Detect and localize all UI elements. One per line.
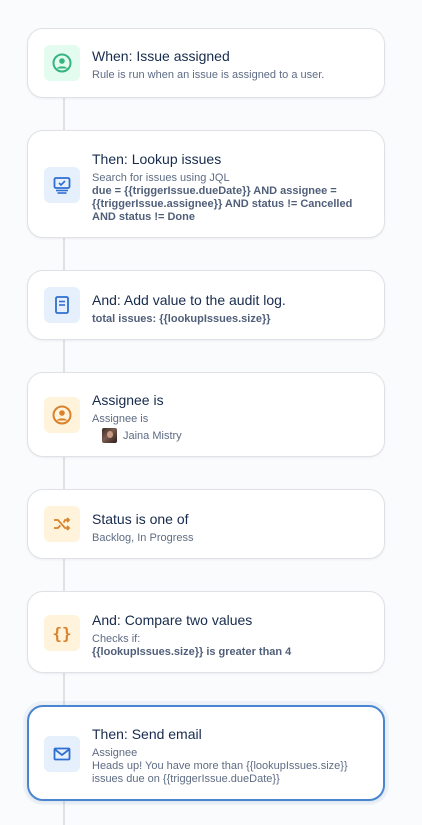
card-title: Then: Send email xyxy=(92,726,202,742)
condition-card-status-is-one-of[interactable]: Status is one of Backlog, In Progress xyxy=(27,489,385,559)
audit-log-value: total issues: {{lookupIssues.size}} xyxy=(92,313,271,325)
email-body: Heads up! You have more than {{lookupIss… xyxy=(92,760,348,785)
card-title: And: Compare two values xyxy=(92,612,253,628)
connector-line xyxy=(63,800,65,825)
card-title: And: Add value to the audit log. xyxy=(92,292,286,308)
action-card-send-email[interactable]: Then: Send email Assignee Heads up! You … xyxy=(27,705,385,801)
card-title: Assignee is xyxy=(92,392,164,408)
condition-card-assignee-is[interactable]: Assignee is Assignee is Jaina Mistry xyxy=(27,372,385,457)
card-description: Rule is run when an issue is assigned to… xyxy=(92,69,325,81)
assignee-user: Jaina Mistry xyxy=(102,428,370,443)
connector-line xyxy=(63,97,65,131)
braces-icon: {} xyxy=(44,615,80,651)
card-title: When: Issue assigned xyxy=(92,48,230,64)
card-description: Backlog, In Progress xyxy=(92,532,194,544)
user-circle-icon xyxy=(44,397,80,433)
assignee-name: Jaina Mistry xyxy=(123,429,182,442)
user-circle-icon xyxy=(44,45,80,81)
avatar xyxy=(102,428,117,443)
card-description: Search for issues using JQL xyxy=(92,172,230,184)
document-icon xyxy=(44,287,80,323)
monitor-list-icon xyxy=(44,167,80,203)
connector-line xyxy=(63,339,65,373)
envelope-icon xyxy=(44,736,80,772)
email-recipient: Assignee xyxy=(92,747,138,759)
connector-line xyxy=(63,456,65,490)
action-card-lookup-issues[interactable]: Then: Lookup issues Search for issues us… xyxy=(27,130,385,238)
card-title: Status is one of xyxy=(92,511,189,527)
compare-expression: {{lookupIssues.size}} is greater than 4 xyxy=(92,646,292,658)
connector-line xyxy=(63,672,65,706)
shuffle-icon xyxy=(44,506,80,542)
connector-line xyxy=(63,558,65,592)
card-description: Checks if: xyxy=(92,633,141,645)
jql-query: due = {{triggerIssue.dueDate}} AND assig… xyxy=(92,185,353,223)
trigger-card-issue-assigned[interactable]: When: Issue assigned Rule is run when an… xyxy=(27,28,385,98)
connector-line xyxy=(63,237,65,271)
condition-card-compare-values[interactable]: {} And: Compare two values Checks if: {{… xyxy=(27,591,385,673)
action-card-audit-log[interactable]: And: Add value to the audit log. total i… xyxy=(27,270,385,340)
card-title: Then: Lookup issues xyxy=(92,151,222,167)
card-description: Assignee is xyxy=(92,413,149,425)
